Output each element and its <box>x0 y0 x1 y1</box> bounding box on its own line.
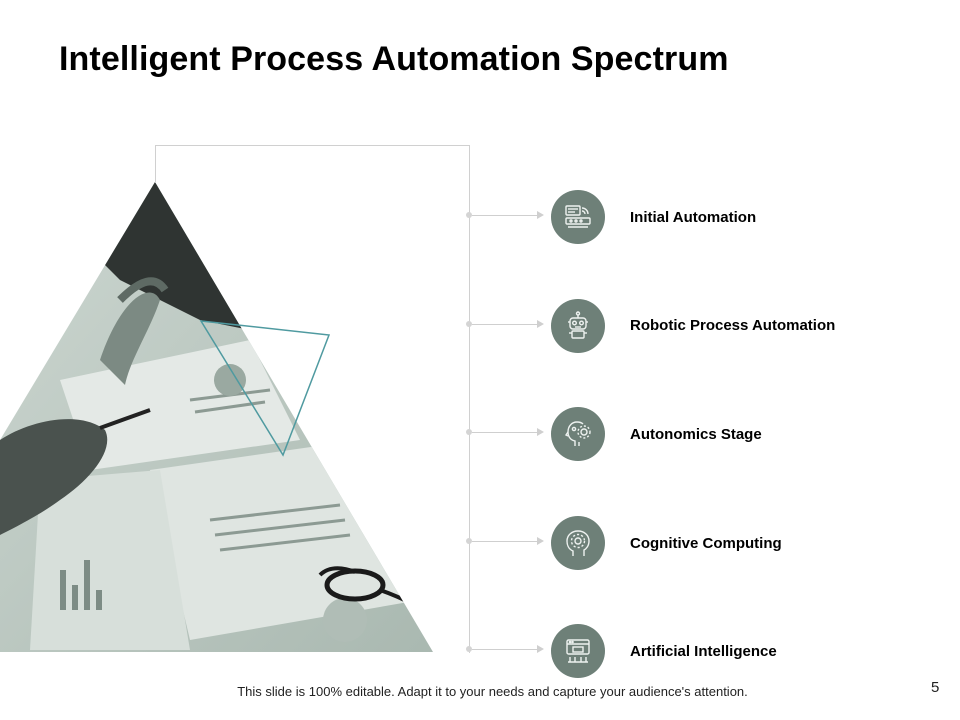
ai-chip-icon <box>566 639 590 663</box>
connector-arrowhead <box>537 320 544 328</box>
connector-dot <box>466 429 472 435</box>
page-number: 5 <box>931 679 940 696</box>
connector-line <box>472 649 537 650</box>
accent-triangle <box>199 320 331 457</box>
slide-footer-note: This slide is 100% editable. Adapt it to… <box>237 684 748 699</box>
connector-dot <box>466 212 472 218</box>
connector-dot <box>466 538 472 544</box>
frame-top-line <box>155 145 469 146</box>
connector-line <box>472 324 537 325</box>
connector-line <box>472 432 537 433</box>
step-circle <box>551 299 605 353</box>
step-label: Artificial Intelligence <box>630 643 777 660</box>
connector-line <box>472 215 537 216</box>
connector-arrowhead <box>537 645 544 653</box>
monitor-wifi-icon <box>565 205 591 228</box>
step-circle <box>551 190 605 244</box>
step-label: Robotic Process Automation <box>630 317 836 334</box>
connector-arrowhead <box>537 537 544 545</box>
step-circle <box>551 516 605 570</box>
step-label: Autonomics Stage <box>630 426 762 443</box>
head-gear-icon <box>564 421 591 446</box>
step-circle <box>551 407 605 461</box>
step-circle <box>551 624 605 678</box>
connector-dot <box>466 646 472 652</box>
step-label: Cognitive Computing <box>630 535 782 552</box>
robot-icon <box>568 311 588 339</box>
pyramid-photo <box>0 182 433 652</box>
step-label: Initial Automation <box>630 209 757 226</box>
slide-title: Intelligent Process Automation Spectrum <box>59 40 729 78</box>
connector-arrowhead <box>537 211 544 219</box>
connector-arrowhead <box>537 428 544 436</box>
frame-left-line <box>155 145 156 183</box>
connector-dot <box>466 321 472 327</box>
brain-gear-icon <box>566 530 590 556</box>
frame-right-line <box>469 145 470 653</box>
connector-line <box>472 541 537 542</box>
